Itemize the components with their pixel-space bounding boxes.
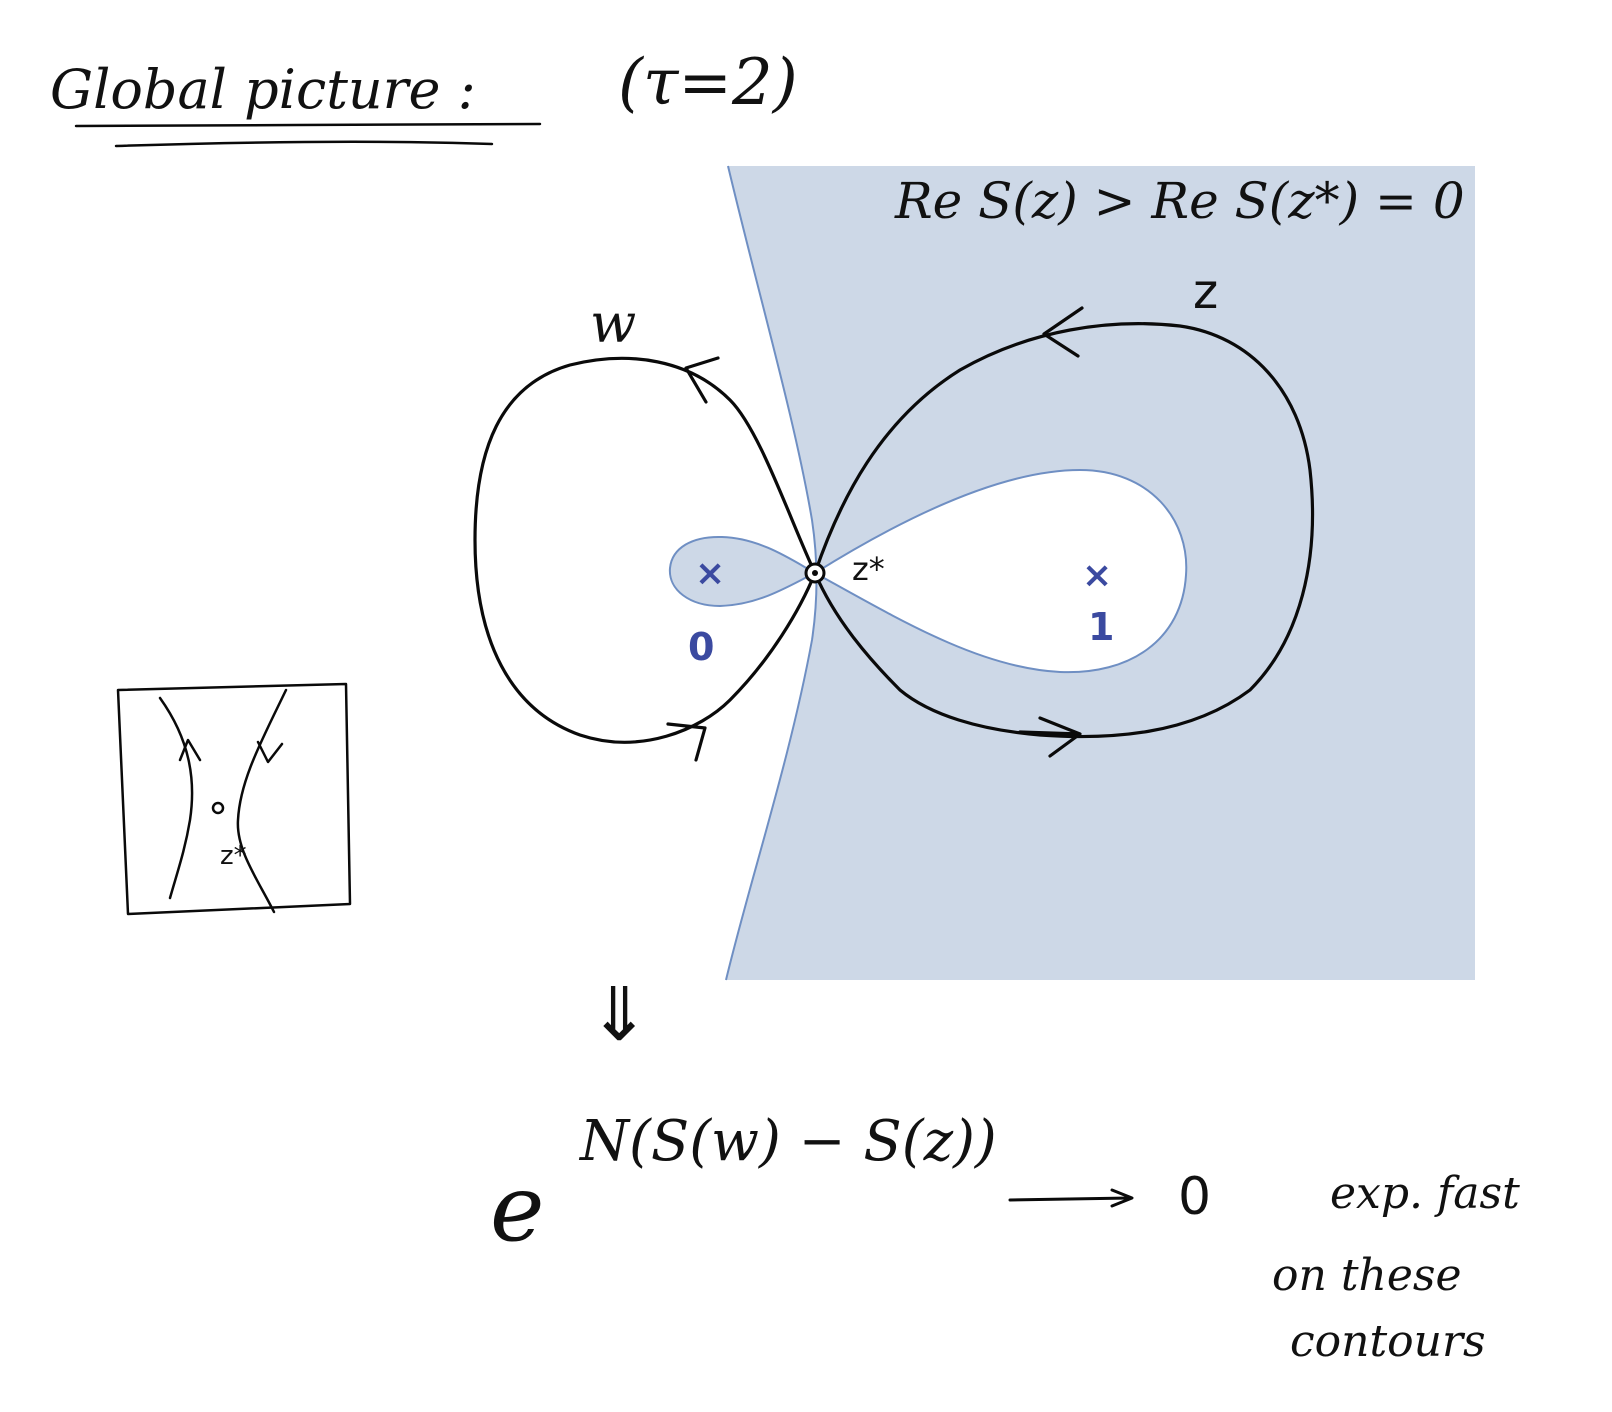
note-line-3: contours bbox=[1290, 1316, 1486, 1367]
heading-title: Global picture : bbox=[50, 58, 476, 121]
inset-saddle-label: z* bbox=[220, 841, 247, 871]
one-label: 1 bbox=[1088, 605, 1114, 649]
inset-left-arrowhead bbox=[178, 738, 202, 762]
implies-arrow: ⇓ bbox=[588, 972, 650, 1058]
z-label: z bbox=[1193, 264, 1218, 320]
w-arrowhead-top bbox=[684, 356, 720, 404]
inset-saddle-point bbox=[211, 801, 225, 815]
z-arrowhead-top bbox=[1042, 306, 1084, 358]
one-mark: × bbox=[1082, 555, 1112, 596]
heading-parameter: (τ=2) bbox=[618, 46, 798, 120]
inset-frame bbox=[116, 682, 352, 916]
heading-underline-1 bbox=[74, 122, 542, 128]
note-line-1: exp. fast bbox=[1330, 1168, 1520, 1219]
inset-right-curve bbox=[236, 688, 288, 914]
formula-base: e bbox=[490, 1155, 544, 1262]
zero-mark: × bbox=[695, 553, 725, 594]
inset-sketch: z* bbox=[116, 682, 352, 916]
z-arrowhead-bottom bbox=[1018, 716, 1082, 758]
note-line-2: on these bbox=[1272, 1250, 1462, 1301]
limit-arrow bbox=[1008, 1188, 1134, 1208]
formula-limit: 0 bbox=[1178, 1167, 1211, 1227]
z-contour bbox=[813, 322, 1315, 739]
lobe-around-zero bbox=[668, 535, 818, 608]
w-arrowhead-bottom bbox=[666, 722, 707, 762]
formula-exponent: N(S(w) − S(z)) bbox=[578, 1109, 997, 1174]
region-label: Re S(z) > Re S(z*) = 0 bbox=[894, 172, 1465, 230]
inset-left-curve bbox=[158, 696, 194, 900]
saddle-point-dot bbox=[812, 570, 818, 576]
inset-right-arrowhead bbox=[256, 740, 284, 764]
w-label: w bbox=[590, 292, 636, 355]
saddle-label: z* bbox=[852, 550, 885, 588]
zero-label: 0 bbox=[688, 625, 714, 669]
w-contour bbox=[473, 356, 817, 744]
lobe-around-one bbox=[813, 468, 1188, 674]
heading-underline-2 bbox=[114, 140, 494, 148]
